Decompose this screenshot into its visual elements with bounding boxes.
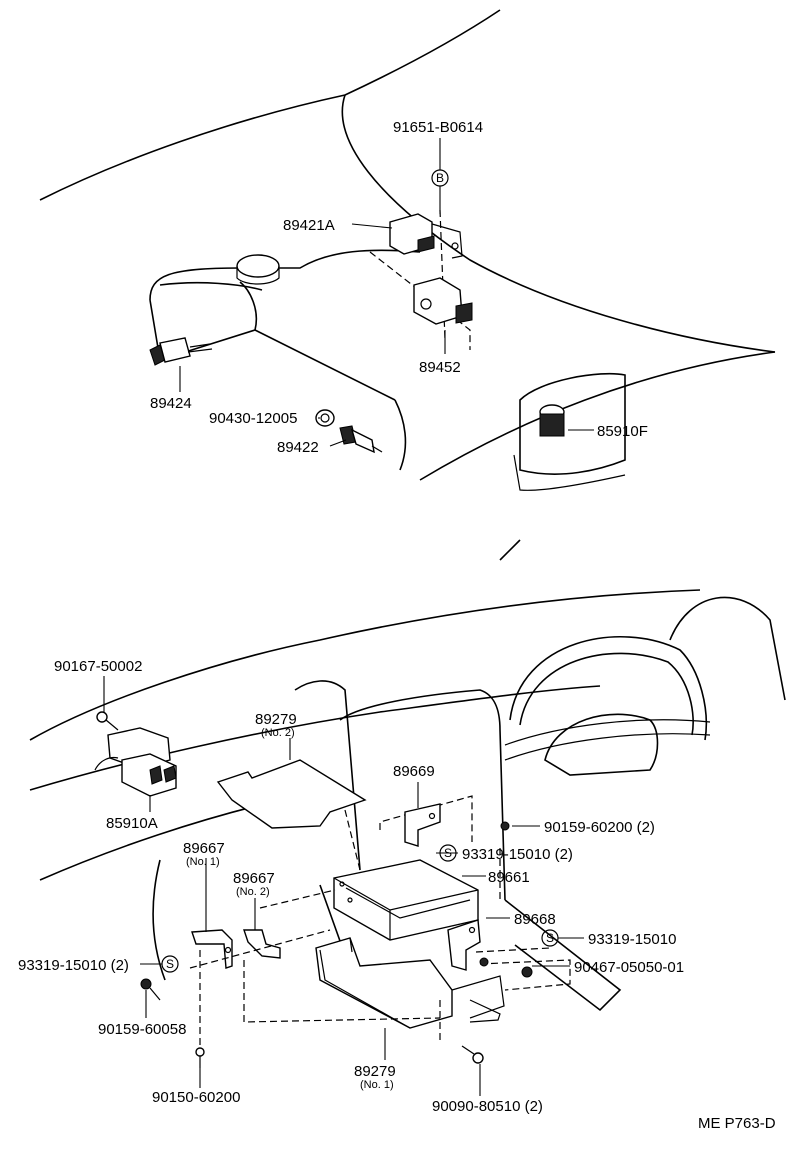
relay-85910a xyxy=(94,711,177,797)
label-89424: 89424 xyxy=(150,395,192,412)
tray-89279-no1 xyxy=(315,937,505,1029)
label-90167-50002: 90167-50002 xyxy=(54,658,142,675)
cover-89279-no2 xyxy=(216,759,367,871)
label-89667-no1-sub: (No. 1) xyxy=(186,856,220,868)
label-93319-15010-2-right: 93319-15010 (2) xyxy=(462,846,573,863)
label-89667-no1: 89667 xyxy=(183,840,225,857)
label-93319-15010-2-left: 93319-15010 (2) xyxy=(18,957,129,974)
bracket-89667-no2 xyxy=(243,929,281,959)
label-91651-b0614: 91651-B0614 xyxy=(393,119,483,136)
top-leaders xyxy=(179,138,594,447)
label-89452: 89452 xyxy=(419,359,461,376)
switch-89424 xyxy=(149,337,213,366)
bracket-89668 xyxy=(447,919,481,971)
label-85910f: 85910F xyxy=(597,423,648,440)
label-89667-no2-sub: (No. 2) xyxy=(236,886,270,898)
label-89422: 89422 xyxy=(277,439,319,456)
label-89421a: 89421A xyxy=(283,217,335,234)
symbol-s-mid: S xyxy=(541,929,559,947)
footer-ref: ME P763-D xyxy=(698,1115,776,1132)
dashboard-outline xyxy=(29,539,786,881)
label-89279-no2-sub: (No. 2) xyxy=(261,727,295,739)
symbol-s-right: S xyxy=(439,844,457,862)
label-90467-05050-01: 90467-05050-01 xyxy=(574,959,684,976)
washer-tank-cap xyxy=(236,254,280,285)
ecu-dashed-links xyxy=(189,848,571,1050)
label-90159-60058: 90159-60058 xyxy=(98,1021,186,1038)
svg-text:S: S xyxy=(546,931,554,945)
svg-text:S: S xyxy=(444,846,452,860)
bottom-leaders xyxy=(103,676,584,1096)
gasket-90430 xyxy=(315,409,335,427)
symbol-b: B xyxy=(431,169,449,187)
relay-bracket-89421a xyxy=(389,213,463,259)
bracket-89669 xyxy=(379,795,473,847)
bolts xyxy=(140,821,533,1068)
label-90150-60200: 90150-60200 xyxy=(152,1089,240,1106)
label-90430-12005: 90430-12005 xyxy=(209,410,297,427)
label-89279-no2: 89279 xyxy=(255,711,297,728)
svg-text:B: B xyxy=(436,171,444,185)
label-85910a: 85910A xyxy=(106,815,158,832)
hood-outline xyxy=(39,9,776,481)
bracket-85910f xyxy=(513,372,626,491)
steering-wheel xyxy=(504,636,711,776)
label-90159-60200-2: 90159-60200 (2) xyxy=(544,819,655,836)
label-89279-no1-sub: (No. 1) xyxy=(360,1079,394,1091)
label-89668: 89668 xyxy=(514,911,556,928)
label-93319-15010: 93319-15010 xyxy=(588,931,676,948)
label-89279-no1: 89279 xyxy=(354,1063,396,1080)
part-labels: 91651-B0614 89421A 89452 89424 90430-120… xyxy=(18,119,776,1132)
bracket-89667-no1 xyxy=(191,929,233,969)
label-90090-80510-2: 90090-80510 (2) xyxy=(432,1098,543,1115)
symbol-s-left: S xyxy=(161,955,179,973)
svg-text:S: S xyxy=(166,957,174,971)
label-89661: 89661 xyxy=(488,869,530,886)
label-89669: 89669 xyxy=(393,763,435,780)
sensor-89452 xyxy=(413,277,473,325)
sensor-89422 xyxy=(339,425,383,454)
label-89667-no2: 89667 xyxy=(233,870,275,887)
engine-bay-tray xyxy=(149,209,471,471)
